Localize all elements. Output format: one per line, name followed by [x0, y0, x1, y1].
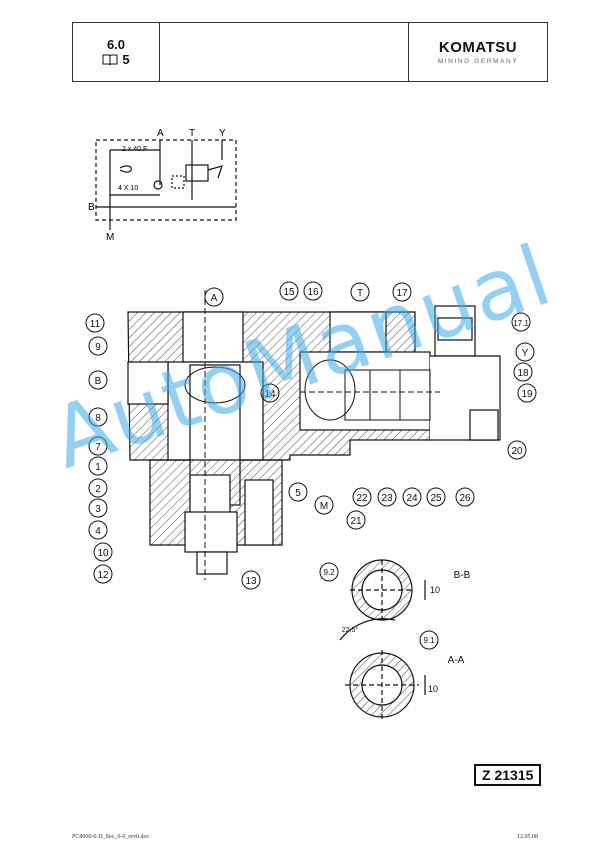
- section-number: 6.0: [106, 37, 126, 52]
- callout-14: 14: [264, 389, 276, 400]
- callout-13: 13: [245, 576, 257, 587]
- callout-4: 4: [95, 526, 101, 537]
- callout-t: T: [357, 288, 363, 299]
- callout-2: 2: [95, 484, 101, 495]
- header-title-cell: [160, 23, 409, 81]
- callout-21: 21: [350, 516, 362, 527]
- callout-9-2: 9.2: [323, 568, 335, 577]
- callout-16: 16: [307, 287, 319, 298]
- callout-10: 10: [97, 548, 109, 559]
- book-icon: [102, 54, 118, 65]
- callout-9-1: 9.1: [423, 636, 435, 645]
- callout-7: 7: [95, 442, 101, 453]
- callout-24: 24: [406, 493, 418, 504]
- footer-filename: PC8000-6-D_Sec_6-0_rev0.doc: [72, 834, 150, 840]
- label-a-a: A-A: [448, 655, 465, 666]
- callout-8: 8: [95, 413, 101, 424]
- callout-12: 12: [97, 570, 109, 581]
- dim-10-bb: 10: [430, 585, 440, 595]
- callout-25: 25: [430, 493, 442, 504]
- drawing-reference: Z 21315: [474, 764, 542, 786]
- schem-label-orifice2: 4 X 10: [118, 185, 138, 192]
- schem-label-orifice: 2 x 40 F: [122, 146, 147, 153]
- footer-date: 12.05.08: [517, 834, 538, 840]
- callout-17: 17: [396, 288, 408, 299]
- callout-m: M: [320, 501, 328, 512]
- callout-22: 22: [356, 493, 368, 504]
- callout-9: 9: [95, 342, 101, 353]
- callout-11: 11: [90, 319, 101, 330]
- schem-label-y: Y: [219, 128, 226, 139]
- brand-subtitle: MINING GERMANY: [437, 58, 519, 65]
- callout-23: 23: [381, 493, 393, 504]
- callout-a: A: [211, 293, 218, 304]
- page-number: 5: [122, 52, 130, 67]
- callout-17-1: 17.1: [513, 319, 529, 328]
- label-b-b: B-B: [454, 570, 471, 581]
- callout-1: 1: [95, 462, 101, 473]
- schem-label-t: T: [189, 128, 195, 139]
- brand-cell: KOMATSU MINING GERMANY: [409, 23, 547, 81]
- callout-5: 5: [295, 488, 301, 499]
- callout-19: 19: [521, 389, 533, 400]
- page-header: 6.0 5 KOMATSU MINING GERMANY: [72, 22, 548, 82]
- callout-3: 3: [95, 504, 101, 515]
- callout-15: 15: [283, 287, 295, 298]
- schem-label-m: M: [106, 232, 114, 243]
- komatsu-logo: KOMATSU: [438, 39, 518, 56]
- callout-y: Y: [522, 348, 529, 359]
- dim-10-aa: 10: [428, 684, 438, 694]
- section-cell: 6.0 5: [73, 23, 160, 81]
- page-number-row: 5: [102, 52, 130, 67]
- callout-b: B: [95, 376, 102, 387]
- schem-label-a: A: [157, 128, 164, 139]
- callout-20: 20: [511, 446, 523, 457]
- callout-18: 18: [517, 368, 529, 379]
- callout-26: 26: [459, 493, 471, 504]
- schem-label-b: B: [88, 202, 95, 213]
